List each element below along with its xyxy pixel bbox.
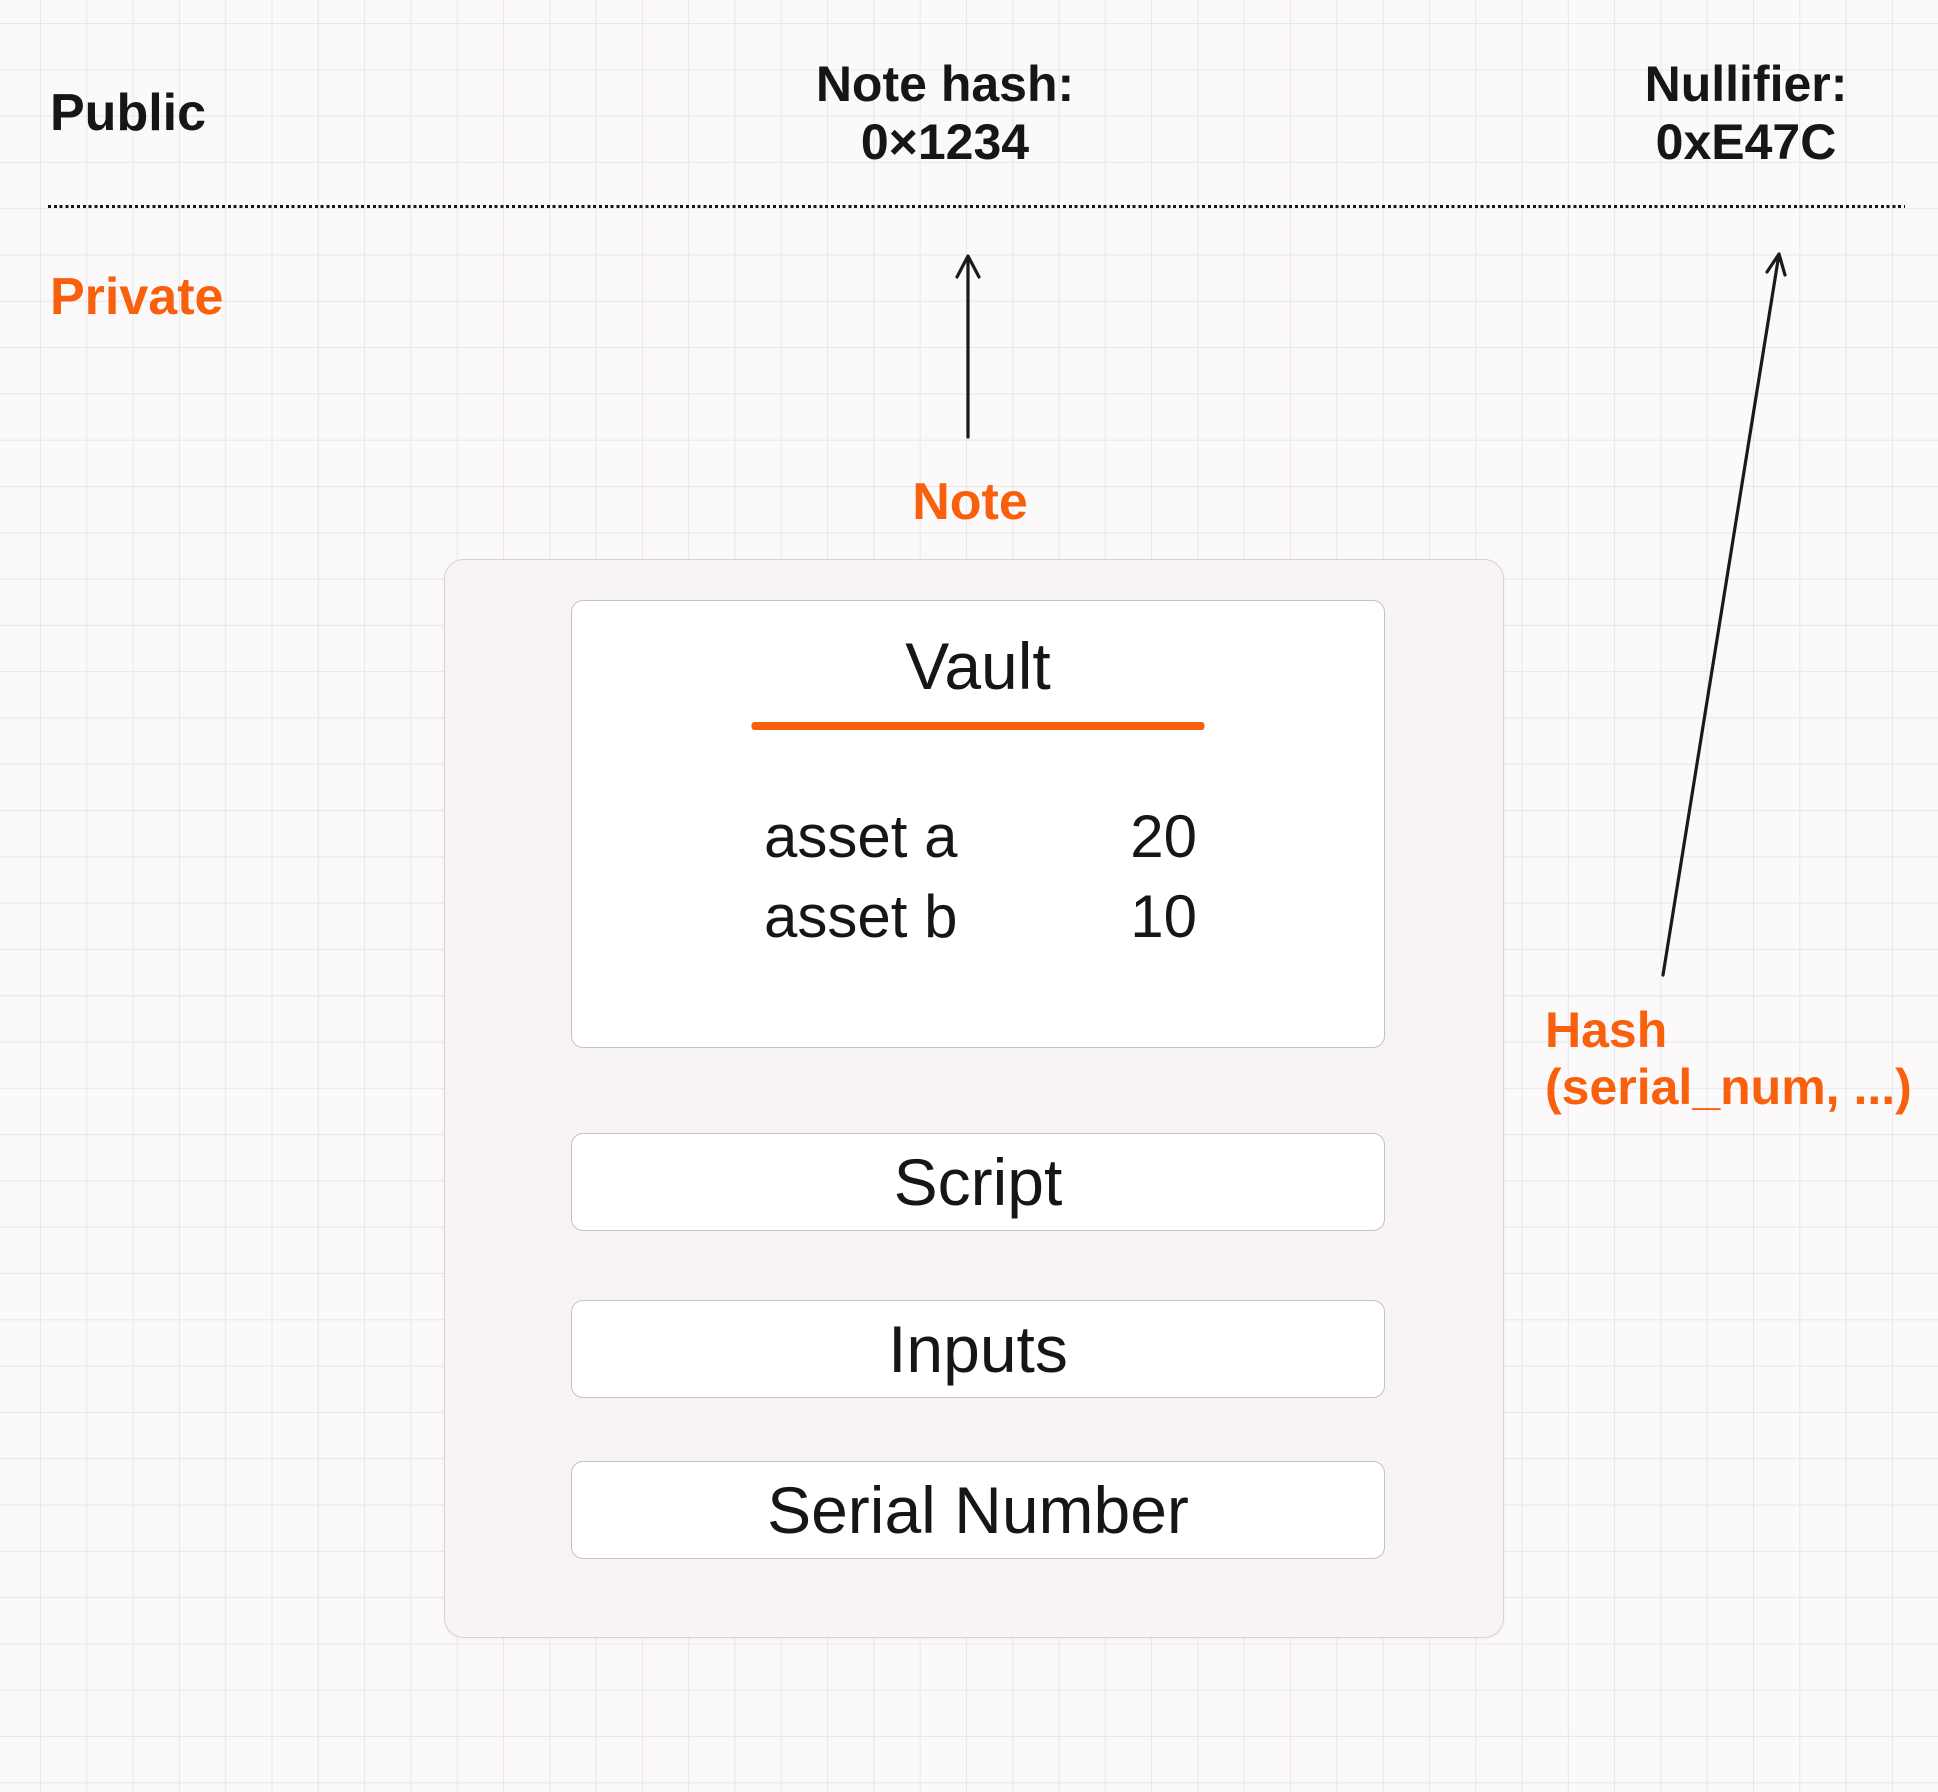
public-private-divider — [48, 205, 1905, 208]
vault-row-asset-a: asset a 20 — [764, 796, 1197, 876]
nullifier-heading: Nullifier: 0xE47C — [1645, 55, 1848, 171]
vault-title-underline — [751, 722, 1205, 730]
private-zone-label: Private — [50, 268, 224, 326]
note-hash-label: Note hash: — [815, 56, 1075, 112]
serial-number-box: Serial Number — [571, 1461, 1385, 1559]
note-hash-heading: Note hash: 0×1234 — [816, 55, 1074, 171]
vault-row-asset-b: asset b 10 — [764, 876, 1197, 956]
public-zone-label: Public — [50, 84, 207, 142]
note-card-label: Note — [912, 473, 1028, 531]
note-hash-value: 0×1234 — [860, 114, 1030, 170]
nullifier-label: Nullifier: — [1644, 56, 1848, 112]
hash-annotation-line2: (serial_num, ...) — [1545, 1059, 1912, 1115]
vault-box: Vault asset a 20 asset b 10 — [571, 600, 1385, 1048]
asset-value: 10 — [1130, 882, 1197, 950]
script-box: Script — [571, 1133, 1385, 1231]
inputs-box: Inputs — [571, 1300, 1385, 1398]
asset-value: 20 — [1130, 802, 1197, 870]
asset-name: asset a — [764, 802, 958, 870]
nullifier-value: 0xE47C — [1655, 114, 1837, 170]
serial-to-nullifier-arrow — [1661, 252, 1787, 977]
asset-name: asset b — [764, 882, 958, 950]
vault-title: Vault — [905, 629, 1051, 703]
hash-annotation: Hash (serial_num, ...) — [1545, 1002, 1912, 1116]
vault-rows: asset a 20 asset b 10 — [764, 796, 1197, 956]
note-to-hash-arrow — [955, 254, 981, 439]
hash-annotation-line1: Hash — [1545, 1002, 1668, 1058]
